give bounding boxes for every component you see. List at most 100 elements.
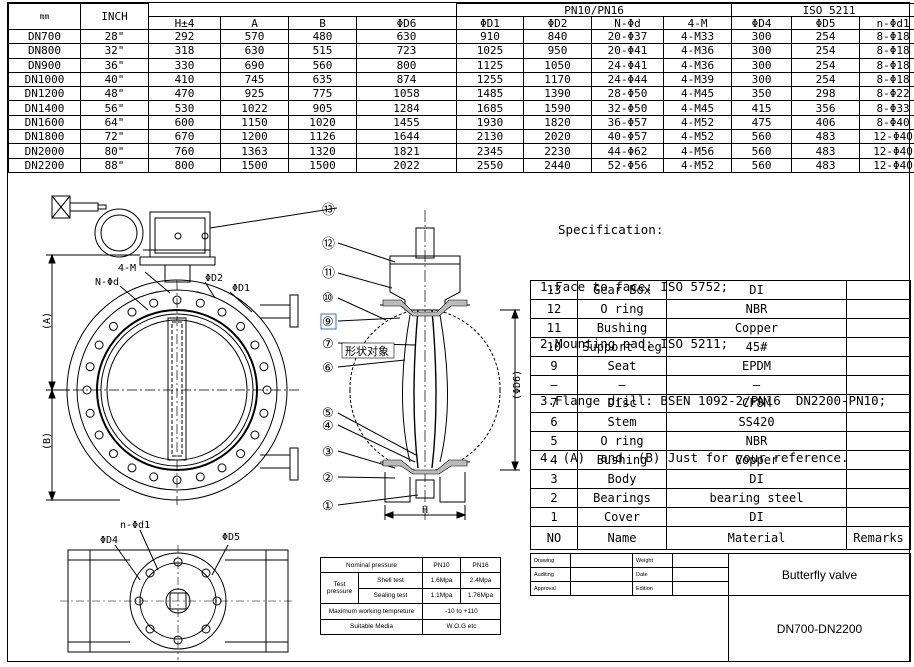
dimension-cell: 1930 — [456, 114, 524, 131]
parts-cell — [846, 393, 911, 414]
spec-title: Specification: — [558, 222, 664, 237]
callout-10: ⑩ — [322, 291, 334, 306]
callout-13: ⑬ — [322, 203, 335, 218]
dimension-cell: 1644 — [356, 129, 457, 145]
model-range: DN700-DN2200 — [728, 595, 911, 662]
label-d2: ΦD2 — [205, 273, 223, 284]
bolt-hole — [217, 463, 227, 473]
parts-cell — [846, 317, 911, 338]
label-nd: N-Φd — [95, 277, 119, 288]
bolt-hole — [85, 408, 95, 418]
dimension-cell: 800 — [148, 157, 221, 174]
gearbox-body — [94, 208, 144, 258]
parts-cell: Support leg — [577, 336, 667, 357]
label-d5: ΦD5 — [222, 532, 240, 543]
dimension-cell: 1820 — [523, 114, 592, 131]
bolt-hole — [236, 321, 246, 331]
callout-11: ⑪ — [322, 266, 335, 281]
parts-header-cell: Remarks — [846, 526, 911, 550]
callout-1: ① — [322, 499, 334, 514]
tooltip-text: 形状对象 — [345, 344, 389, 358]
parts-cell — [846, 450, 911, 471]
callouts: ⑬ ⑫ ⑪ ⑩ ⑨ ⑦ ⑥ ⑤ ④ ③ ② ① — [322, 203, 335, 514]
parts-cell: Bushing — [577, 317, 667, 338]
parts-header-cell: NO — [530, 526, 578, 550]
parts-cell: DI — [666, 280, 847, 300]
parts-cell: Copper — [666, 317, 847, 338]
parts-cell: O ring — [577, 431, 667, 452]
shell-pn16: 2.4Mpa — [460, 572, 501, 589]
dimension-cell: 36-Φ57 — [591, 114, 664, 131]
bottom-view — [60, 529, 295, 660]
callout-9: ⑨ — [322, 315, 334, 330]
bolt-hole — [259, 408, 269, 418]
bolt-hole — [108, 321, 118, 331]
parts-cell: O ring — [577, 298, 667, 319]
front-view — [46, 195, 300, 505]
parts-cell — [846, 298, 911, 319]
parts-cell: CF8M — [666, 393, 847, 414]
parts-cell: Seat — [577, 355, 667, 376]
dimension-cell: DN1600 — [8, 114, 81, 131]
bolt-hole — [236, 449, 246, 459]
parts-cell: Disc — [577, 393, 667, 414]
shape-tooltip — [341, 342, 395, 359]
section-view — [209, 207, 520, 520]
parts-cell — [846, 336, 911, 357]
parts-row: ——— — [530, 374, 911, 395]
parts-cell: Bushing — [577, 450, 667, 471]
header-inch: INCH — [80, 3, 149, 30]
callout-6: ⑥ — [322, 361, 334, 376]
parts-cell — [846, 355, 911, 376]
parts-cell — [846, 431, 911, 452]
media-value: W.O.G etc — [422, 618, 501, 636]
callout-12: ⑫ — [322, 237, 335, 252]
bolt-hole — [127, 307, 137, 317]
parts-cell: 12 — [530, 298, 578, 319]
parts-cell: Body — [577, 469, 667, 490]
bolt-hole — [85, 362, 95, 372]
bolt-hole — [149, 472, 159, 482]
dimension-cell: 52-Φ56 — [591, 157, 664, 174]
valve-name: Butterfly valve — [728, 553, 911, 596]
selection-box[interactable] — [320, 313, 337, 330]
parts-cell: — — [666, 374, 847, 395]
dimension-cell: 4-M52 — [662, 157, 733, 174]
dimension-cell: 72" — [80, 129, 149, 145]
bolt-hole — [250, 340, 260, 350]
dimension-cell: 12-Φ40 — [859, 157, 914, 174]
dimension-cell: 4-M52 — [662, 129, 733, 145]
parts-cell — [846, 412, 911, 433]
callout-4: ④ — [322, 419, 334, 434]
parts-cell: 5 — [530, 431, 578, 452]
parts-cell: Copper — [666, 450, 847, 471]
dimension-cell: DN2200 — [8, 157, 81, 174]
bolt-hole — [149, 298, 159, 308]
dimension-cell: 8-Φ40 — [859, 114, 914, 131]
callout-5: ⑤ — [322, 406, 334, 421]
bolt-hole — [259, 362, 269, 372]
parts-cell: 9 — [530, 355, 578, 376]
bolt-hole — [250, 430, 260, 440]
label-d6: (ΦD6) — [512, 370, 523, 400]
dimension-cell: 1126 — [288, 129, 357, 145]
parts-cell — [846, 280, 911, 300]
